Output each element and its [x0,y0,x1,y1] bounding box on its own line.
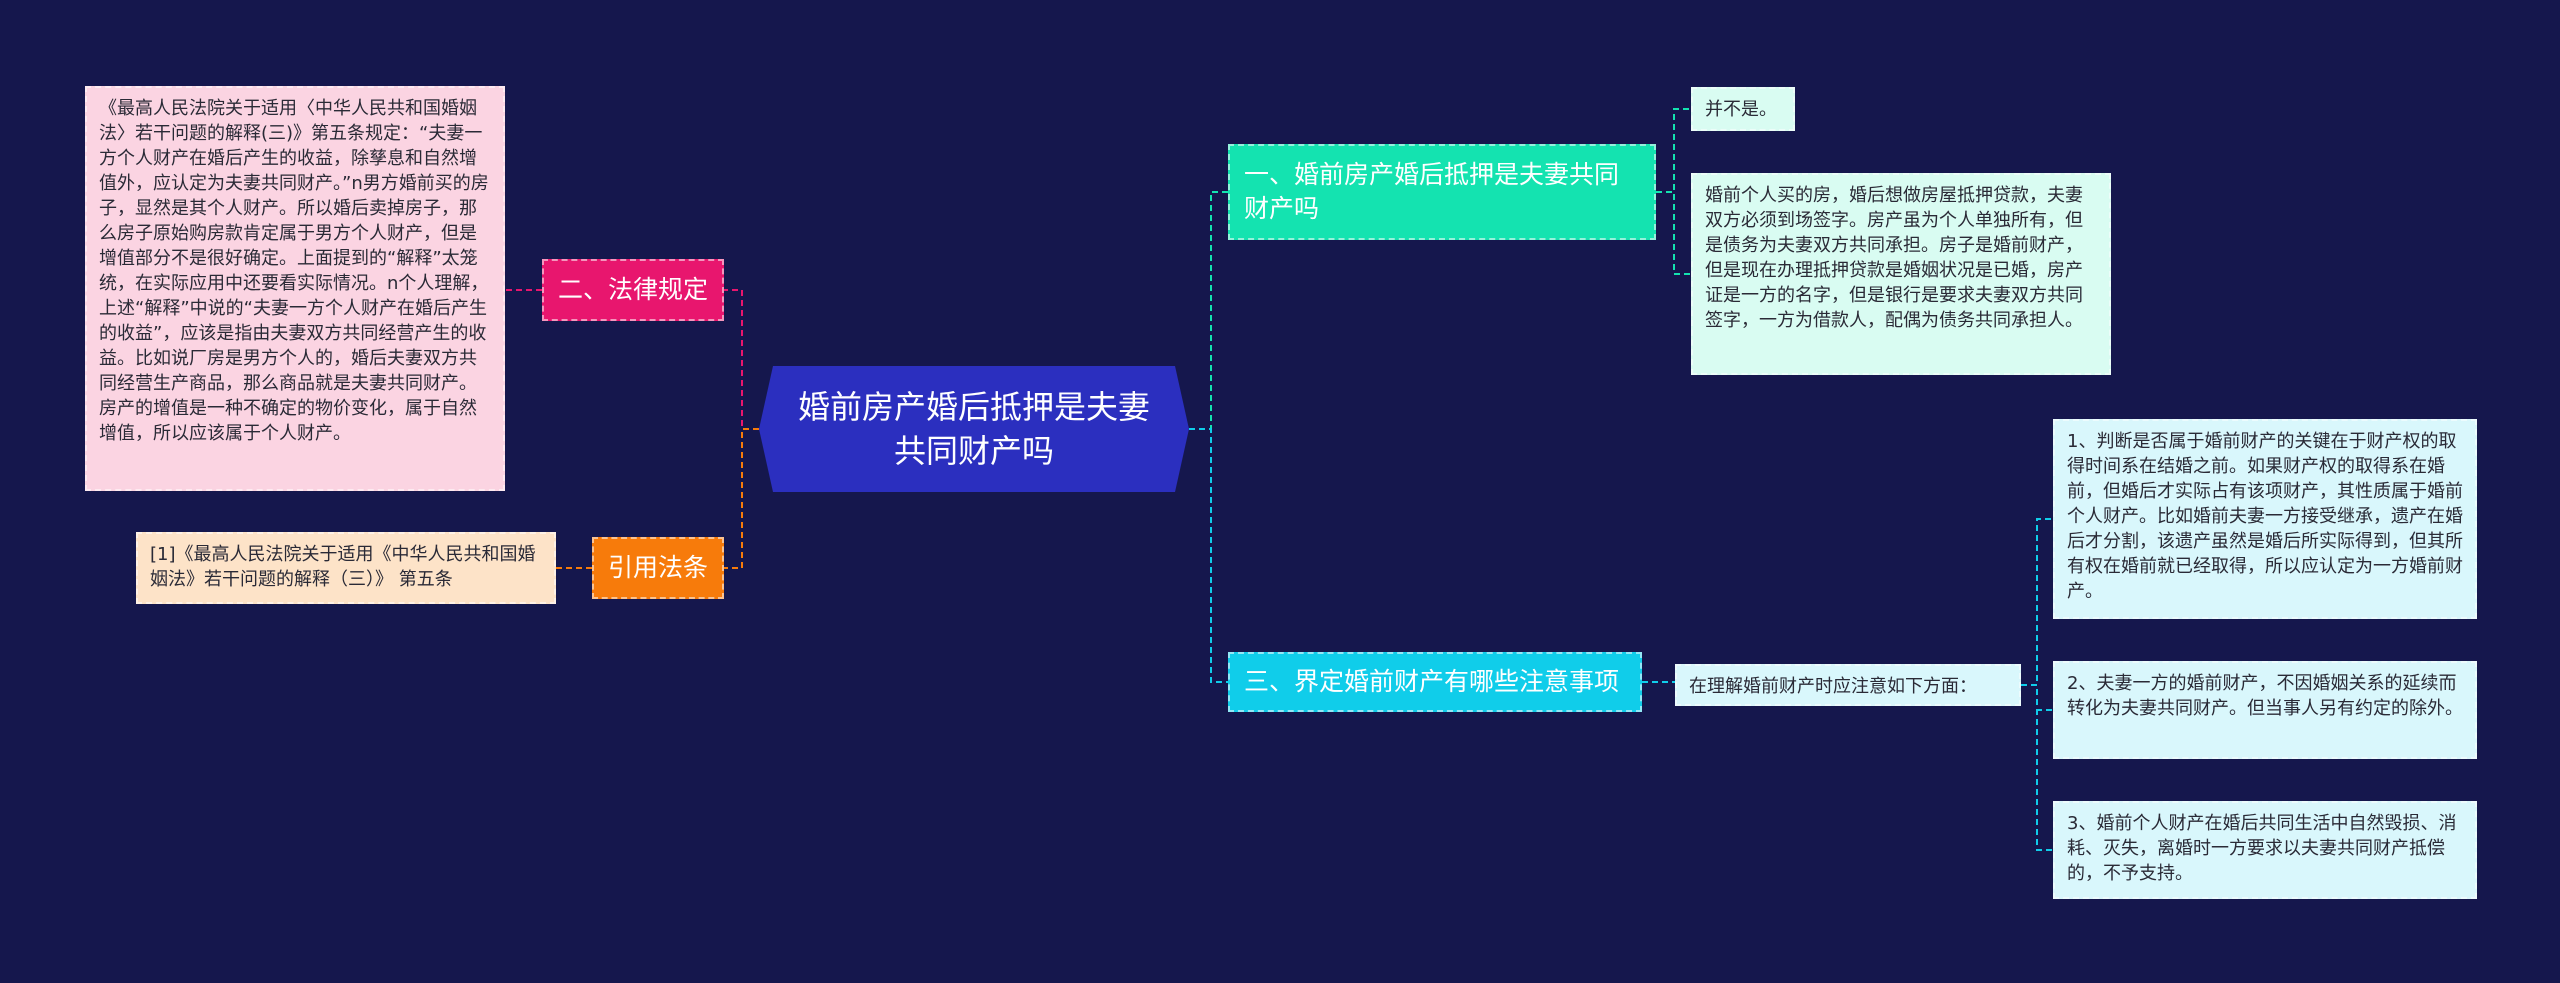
leaf-point-3[interactable]: 3、婚前个人财产在婚后共同生活中自然毁损、消耗、灭失，离婚时一方要求以夫妻共同财… [2053,801,2477,899]
branch-question-three[interactable]: 三、界定婚前财产有哪些注意事项 [1228,652,1642,712]
leaf-answer-detail[interactable]: 婚前个人买的房，婚后想做房屋抵押贷款，夫妻双方必须到场签字。房产虽为个人单独所有… [1691,173,2111,375]
link-understand-n1 [2021,518,2053,686]
leaf-point-2[interactable]: 2、夫妻一方的婚前财产，不因婚姻关系的延续而转化为夫妻共同财产。但当事人另有约定… [2053,661,2477,759]
branch-cited-articles[interactable]: 引用法条 [592,537,724,599]
leaf-law-text[interactable]: 《最高人民法院关于适用〈中华人民共和国婚姻法〉若干问题的解释(三)》第五条规定：… [85,86,505,491]
leaf-answer-no[interactable]: 并不是。 [1691,87,1795,131]
link-root-one [1189,191,1228,430]
link-one-detail [1656,191,1691,275]
link-understand-n2 [2021,684,2053,711]
link-root-cite [724,428,759,569]
link-one-no [1656,108,1691,193]
branch-legal-provisions[interactable]: 二、法律规定 [542,259,724,321]
branch-question-one[interactable]: 一、婚前房产婚后抵押是夫妻共同财产吗 [1228,144,1656,240]
leaf-understand[interactable]: 在理解婚前财产时应注意如下方面： [1675,664,2021,706]
leaf-cite-text[interactable]: [1]《最高人民法院关于适用《中华人民共和国婚姻法》若干问题的解释（三）》 第五… [136,532,556,604]
link-root-law [724,289,759,430]
root-topic[interactable]: 婚前房产婚后抵押是夫妻共同财产吗 [759,366,1189,492]
leaf-point-1[interactable]: 1、判断是否属于婚前财产的关键在于财产权的取得时间系在结婚之前。如果财产权的取得… [2053,419,2477,619]
link-root-three [1189,428,1228,683]
